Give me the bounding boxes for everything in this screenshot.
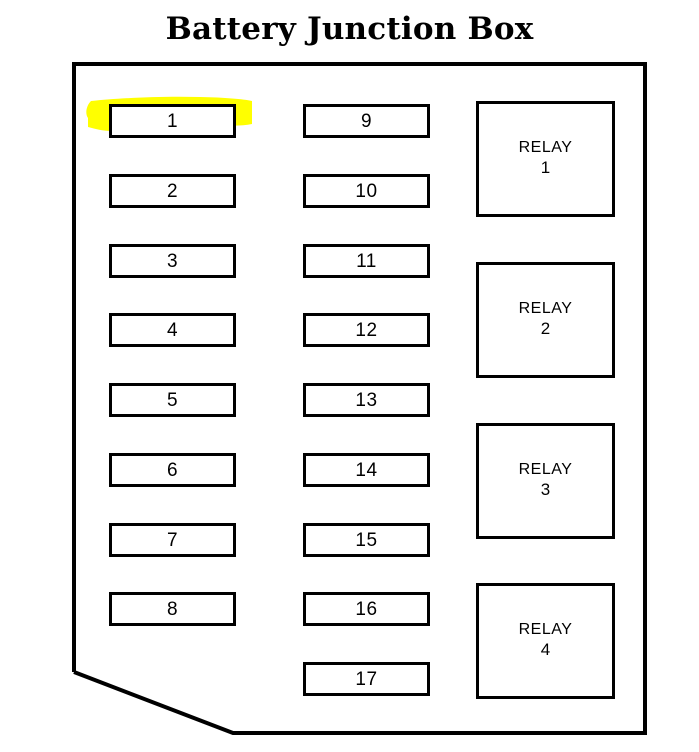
fuse-slot-12[interactable]: 12 bbox=[303, 313, 430, 347]
fuse-slot-1[interactable]: 1 bbox=[109, 104, 236, 138]
fuse-label: 12 bbox=[355, 319, 378, 341]
relay-number: 2 bbox=[540, 318, 551, 338]
fuse-slot-3[interactable]: 3 bbox=[109, 244, 236, 278]
relay-slot-4[interactable]: RELAY 4 bbox=[476, 583, 615, 699]
relay-name: RELAY bbox=[518, 620, 573, 638]
fuse-slot-6[interactable]: 6 bbox=[109, 453, 236, 487]
relay-number: 4 bbox=[540, 639, 551, 659]
relay-name: RELAY bbox=[518, 460, 573, 478]
fuse-label: 1 bbox=[166, 110, 179, 132]
relay-name: RELAY bbox=[518, 299, 573, 317]
fuse-label: 15 bbox=[355, 529, 378, 551]
fuse-label: 9 bbox=[360, 110, 373, 132]
fuse-label: 16 bbox=[355, 598, 378, 620]
fuse-slot-15[interactable]: 15 bbox=[303, 523, 430, 557]
fuse-label: 10 bbox=[355, 180, 378, 202]
fuse-slot-10[interactable]: 10 bbox=[303, 174, 430, 208]
fuse-label: 7 bbox=[166, 529, 179, 551]
fuse-slot-13[interactable]: 13 bbox=[303, 383, 430, 417]
relay-slot-1[interactable]: RELAY 1 bbox=[476, 101, 615, 217]
fuse-slot-4[interactable]: 4 bbox=[109, 313, 236, 347]
fuse-label: 2 bbox=[166, 180, 179, 202]
fuse-slot-17[interactable]: 17 bbox=[303, 662, 430, 696]
relay-number: 3 bbox=[540, 479, 551, 499]
fuse-label: 14 bbox=[355, 459, 378, 481]
fuse-slot-8[interactable]: 8 bbox=[109, 592, 236, 626]
fuse-slot-5[interactable]: 5 bbox=[109, 383, 236, 417]
fuse-slot-11[interactable]: 11 bbox=[303, 244, 430, 278]
relay-slot-2[interactable]: RELAY 2 bbox=[476, 262, 615, 378]
fuse-slot-9[interactable]: 9 bbox=[303, 104, 430, 138]
fuse-label: 3 bbox=[166, 250, 179, 272]
fuse-label: 6 bbox=[166, 459, 179, 481]
fuse-slot-16[interactable]: 16 bbox=[303, 592, 430, 626]
relay-number: 1 bbox=[540, 157, 551, 177]
page-title: Battery Junction Box bbox=[165, 11, 534, 47]
fuse-slot-14[interactable]: 14 bbox=[303, 453, 430, 487]
fuse-label: 13 bbox=[355, 389, 378, 411]
fuse-label: 8 bbox=[166, 598, 179, 620]
fuse-label: 17 bbox=[355, 668, 378, 690]
fuse-label: 5 bbox=[166, 389, 179, 411]
fuse-label: 4 bbox=[166, 319, 179, 341]
relay-slot-3[interactable]: RELAY 3 bbox=[476, 423, 615, 539]
fuse-label: 11 bbox=[356, 250, 377, 272]
fuse-slot-7[interactable]: 7 bbox=[109, 523, 236, 557]
relay-name: RELAY bbox=[518, 138, 573, 156]
fuse-slot-2[interactable]: 2 bbox=[109, 174, 236, 208]
